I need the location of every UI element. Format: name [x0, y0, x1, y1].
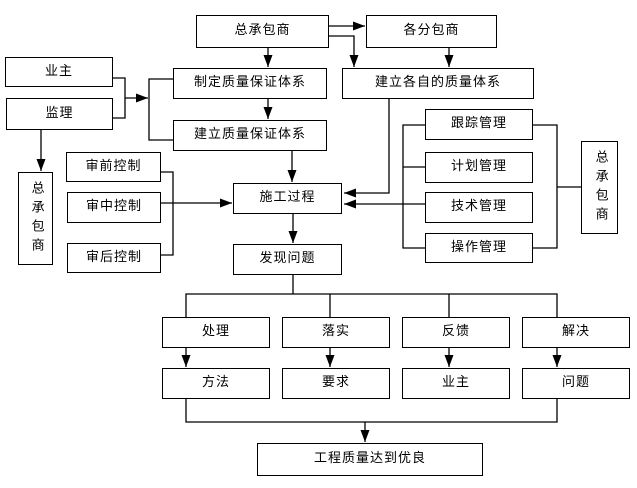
- node-owner-bottom: 业主: [402, 368, 510, 399]
- node-subcontractors: 各分包商: [366, 15, 497, 48]
- node-build-own-quality-system: 建立各自的质量体系: [342, 68, 534, 99]
- node-handle: 处理: [162, 317, 270, 348]
- node-operation-management: 操作管理: [425, 233, 533, 263]
- node-final-goal: 工程质量达到优良: [257, 443, 483, 476]
- node-feedback: 反馈: [402, 317, 510, 348]
- node-mid-review-control: 审中控制: [67, 192, 161, 223]
- node-general-contractor-top: 总承包商: [196, 15, 329, 48]
- node-problem: 问题: [522, 368, 630, 399]
- node-construction-process: 施工过程: [233, 183, 342, 214]
- node-method: 方法: [162, 368, 270, 399]
- node-technical-management: 技术管理: [425, 192, 533, 223]
- node-owner: 业主: [5, 57, 113, 87]
- node-build-qa-system: 建立质量保证体系: [173, 120, 327, 151]
- node-post-review-control: 审后控制: [67, 243, 161, 273]
- node-supervision: 监理: [6, 98, 113, 130]
- node-general-contractor-right: 总承包商: [581, 141, 618, 234]
- node-find-problems: 发现问题: [233, 244, 342, 275]
- node-implement: 落实: [282, 317, 390, 348]
- node-pre-review-control: 审前控制: [66, 152, 161, 182]
- node-requirement: 要求: [282, 368, 390, 399]
- node-planning-management: 计划管理: [425, 152, 533, 183]
- node-general-contractor-left: 总承包商: [18, 172, 53, 265]
- node-solve: 解决: [522, 317, 630, 348]
- node-formulate-qa-system: 制定质量保证体系: [173, 68, 327, 99]
- node-tracking-management: 跟踪管理: [425, 109, 533, 140]
